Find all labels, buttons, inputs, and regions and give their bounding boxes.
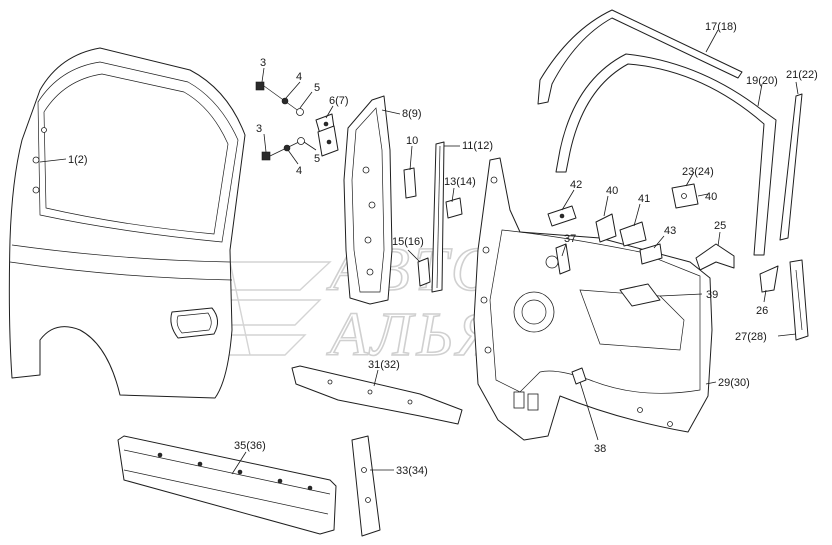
- latch-37-part: [555, 243, 571, 275]
- callout-19-20: 19(20): [746, 75, 778, 87]
- regulator-39-part: [619, 283, 661, 307]
- bracket-10-part: [403, 167, 417, 199]
- callout-25: 25: [714, 220, 726, 232]
- callout-29-30: 29(30): [718, 377, 750, 389]
- callout-10: 10: [406, 135, 418, 147]
- callout-26: 26: [756, 305, 768, 317]
- bracket-25-part: [695, 243, 735, 271]
- callout-39: 39: [706, 289, 718, 301]
- callout-35-36: 35(36): [234, 440, 266, 452]
- callout-6-7: 6(7): [329, 95, 349, 107]
- callout-1-2: 1(2): [68, 154, 88, 166]
- lower-beam-part: [291, 365, 463, 425]
- bracket-43-part: [639, 243, 663, 265]
- callout-15-16: 15(16): [392, 236, 424, 248]
- door-hinge-part: [315, 113, 339, 157]
- vertical-strip-part: [779, 93, 803, 241]
- roof-strip-upper-part: [537, 9, 743, 105]
- a-pillar-part: [343, 95, 393, 305]
- callout-33-34: 33(34): [396, 465, 428, 477]
- trim-27-part: [789, 259, 809, 341]
- callout-17-18: 17(18): [705, 21, 737, 33]
- bracket-41-part: [619, 221, 647, 247]
- sill-panel-part: [117, 435, 337, 535]
- callout-42: 42: [570, 179, 582, 191]
- callout-8-9: 8(9): [402, 108, 422, 120]
- cover-26-part: [759, 265, 779, 293]
- callout-40a: 40: [606, 185, 618, 197]
- bracket-42-part: [547, 205, 577, 227]
- glass-channel-part: [431, 141, 445, 293]
- callout-13-14: 13(14): [444, 176, 476, 188]
- callout-3b: 3: [256, 123, 262, 135]
- door-inner-panel-part: [473, 157, 713, 441]
- leader-lines: [39, 29, 799, 475]
- callout-5b: 5: [314, 153, 320, 165]
- callout-4a: 4: [296, 71, 302, 83]
- callout-23-24: 23(24): [682, 166, 714, 178]
- callout-3a: 3: [260, 57, 266, 69]
- reinforcement-33-part: [351, 435, 381, 537]
- callout-27-28: 27(28): [735, 331, 767, 343]
- callout-43: 43: [664, 225, 676, 237]
- callout-21-22: 21(22): [786, 69, 818, 81]
- side-panel-part: [8, 47, 246, 399]
- bracket-23-part: [671, 183, 699, 209]
- hinge-bolt-set-lower: [261, 137, 305, 161]
- callout-31-32: 31(32): [368, 359, 400, 371]
- callout-40b: 40: [705, 191, 717, 203]
- bracket-13-part: [445, 197, 463, 219]
- callout-5a: 5: [314, 82, 320, 94]
- callout-11-12: 11(12): [462, 140, 493, 152]
- door-frame-strip-part: [555, 53, 777, 256]
- callout-38: 38: [594, 443, 606, 455]
- callout-4b: 4: [296, 165, 302, 177]
- bracket-40a-part: [595, 213, 617, 243]
- callout-41: 41: [638, 193, 650, 205]
- pin-38-part: [571, 367, 587, 385]
- hinge-bolt-set-upper: [255, 81, 304, 116]
- callout-labels: 1(2) 3 4 5 6(7) 3 4 5 8(9) 10 11(12) 13(…: [68, 21, 818, 477]
- callout-37: 37: [564, 233, 576, 245]
- bracket-15-part: [417, 257, 431, 287]
